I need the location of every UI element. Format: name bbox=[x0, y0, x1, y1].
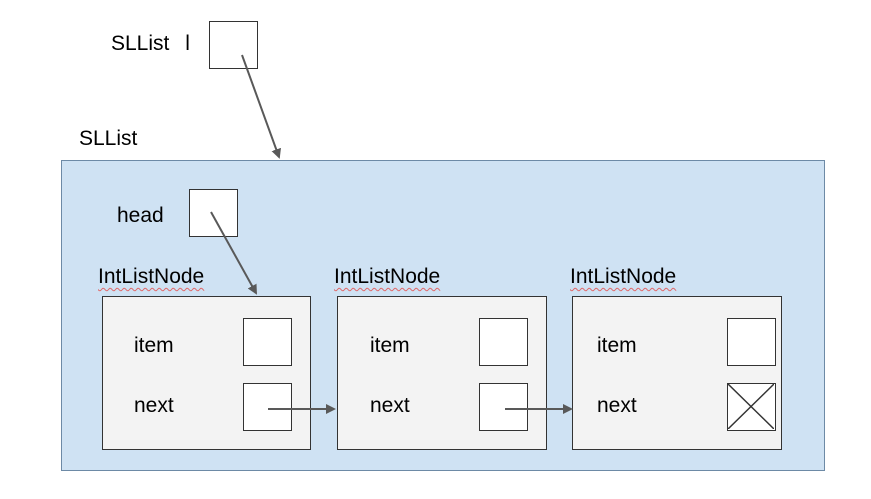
node-3-next-box bbox=[727, 383, 776, 431]
node-3-next-label: next bbox=[597, 394, 637, 417]
node-2-item-box bbox=[479, 318, 528, 366]
node-2: item next bbox=[337, 296, 547, 450]
node-1: item next bbox=[102, 296, 311, 450]
sllist-title: SLList bbox=[79, 127, 138, 150]
node-2-next-label: next bbox=[370, 394, 410, 417]
head-label: head bbox=[117, 204, 164, 227]
node-2-item-label: item bbox=[370, 334, 410, 357]
null-cross-icon bbox=[728, 384, 774, 429]
variable-reference-box bbox=[209, 21, 258, 69]
node-1-next-box bbox=[243, 383, 292, 431]
variable-declaration: SLList l bbox=[111, 32, 190, 56]
node-2-next-box bbox=[479, 383, 528, 431]
node-1-type-label: IntListNode bbox=[98, 265, 205, 288]
variable-name-label: l bbox=[185, 32, 190, 55]
node-3-item-label: item bbox=[597, 334, 637, 357]
node-3-item-box bbox=[727, 318, 776, 366]
node-2-type-label: IntListNode bbox=[334, 265, 441, 288]
head-reference-box bbox=[189, 189, 238, 237]
node-1-item-label: item bbox=[134, 334, 174, 357]
variable-to-sllist-arrow bbox=[241, 54, 281, 159]
node-1-item-box bbox=[243, 318, 292, 366]
node-1-next-label: next bbox=[134, 394, 174, 417]
node-3-type-label: IntListNode bbox=[570, 265, 677, 288]
variable-type-label: SLList bbox=[111, 32, 170, 55]
node-3: item next bbox=[572, 296, 782, 450]
